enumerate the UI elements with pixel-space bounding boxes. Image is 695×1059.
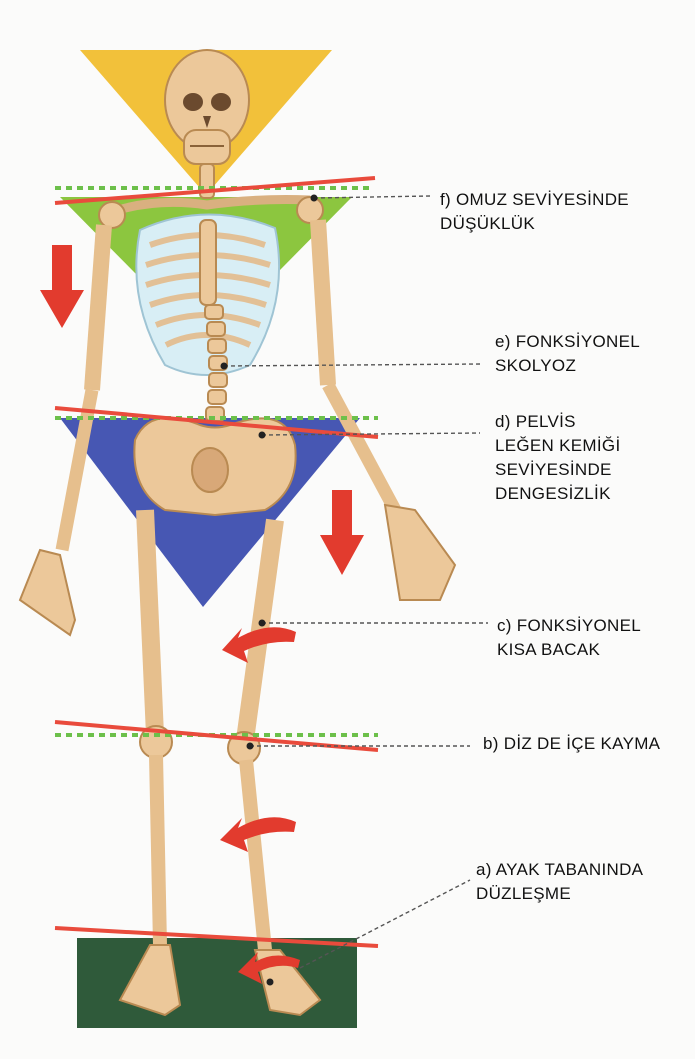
label-shoulder-drop: f) OMUZ SEVİYESİNDE DÜŞÜKLÜK xyxy=(440,188,629,236)
label-knee-valgus: b) DİZ DE İÇE KAYMA xyxy=(483,732,660,756)
skeleton xyxy=(18,49,457,1017)
left-forearm xyxy=(55,388,99,552)
left-foot xyxy=(118,944,182,1017)
label-f-line2: DÜŞÜKLÜK xyxy=(440,214,535,233)
label-scoliosis: e) FONKSİYONEL SKOLYOZ xyxy=(495,330,640,378)
label-short-leg: c) FONKSİYONEL KISA BACAK xyxy=(497,614,641,662)
shin-rotation-arrow xyxy=(220,817,296,852)
hip-down-arrow xyxy=(320,490,364,575)
clavicles xyxy=(116,195,311,215)
left-hand xyxy=(18,548,77,637)
right-upper-arm xyxy=(310,219,336,386)
label-c-line1: c) FONKSİYONEL xyxy=(497,616,642,635)
label-d-line2: LEĞEN KEMİĞİ xyxy=(495,436,621,455)
floor-tilt-line xyxy=(54,926,379,948)
label-e-line2: SKOLYOZ xyxy=(495,356,577,375)
label-a-line2: DÜZLEŞME xyxy=(476,884,571,903)
shoulder-down-arrow xyxy=(40,245,84,328)
label-flat-foot: a) AYAK TABANINDA DÜZLEŞME xyxy=(476,858,643,906)
left-upper-arm xyxy=(84,224,112,391)
left-femur xyxy=(136,509,164,736)
thigh-rotation-arrow xyxy=(222,627,296,663)
right-hand xyxy=(383,503,457,601)
label-pelvis-imbalance: d) PELVİS LEĞEN KEMİĞİ SEVİYESİNDE DENGE… xyxy=(495,410,620,506)
rotation-arrows xyxy=(220,627,300,984)
label-e-line1: e) FONKSİYONEL xyxy=(495,332,640,351)
label-d-line4: DENGESİZLİK xyxy=(495,484,611,503)
right-tibia xyxy=(239,759,272,951)
right-forearm xyxy=(322,381,401,514)
label-b-line1: b) DİZ DE İÇE KAYMA xyxy=(483,734,661,753)
label-c-line2: KISA BACAK xyxy=(497,640,601,659)
left-tibia xyxy=(149,754,167,946)
label-d-line3: SEVİYESİNDE xyxy=(495,460,612,479)
shoulder-lines xyxy=(54,176,376,205)
knee-lines xyxy=(54,720,379,752)
sternum xyxy=(199,219,217,306)
floor-block xyxy=(77,938,357,1028)
label-d-line1: d) PELVİS xyxy=(495,412,576,431)
label-f-line1: f) OMUZ SEVİYESİNDE xyxy=(440,190,629,209)
foot-rotation-arrow xyxy=(238,952,300,984)
pelvis-lines xyxy=(54,406,379,439)
leader-dots xyxy=(220,194,318,986)
label-a-line1: a) AYAK TABANINDA xyxy=(476,860,644,879)
leaders xyxy=(223,195,488,969)
